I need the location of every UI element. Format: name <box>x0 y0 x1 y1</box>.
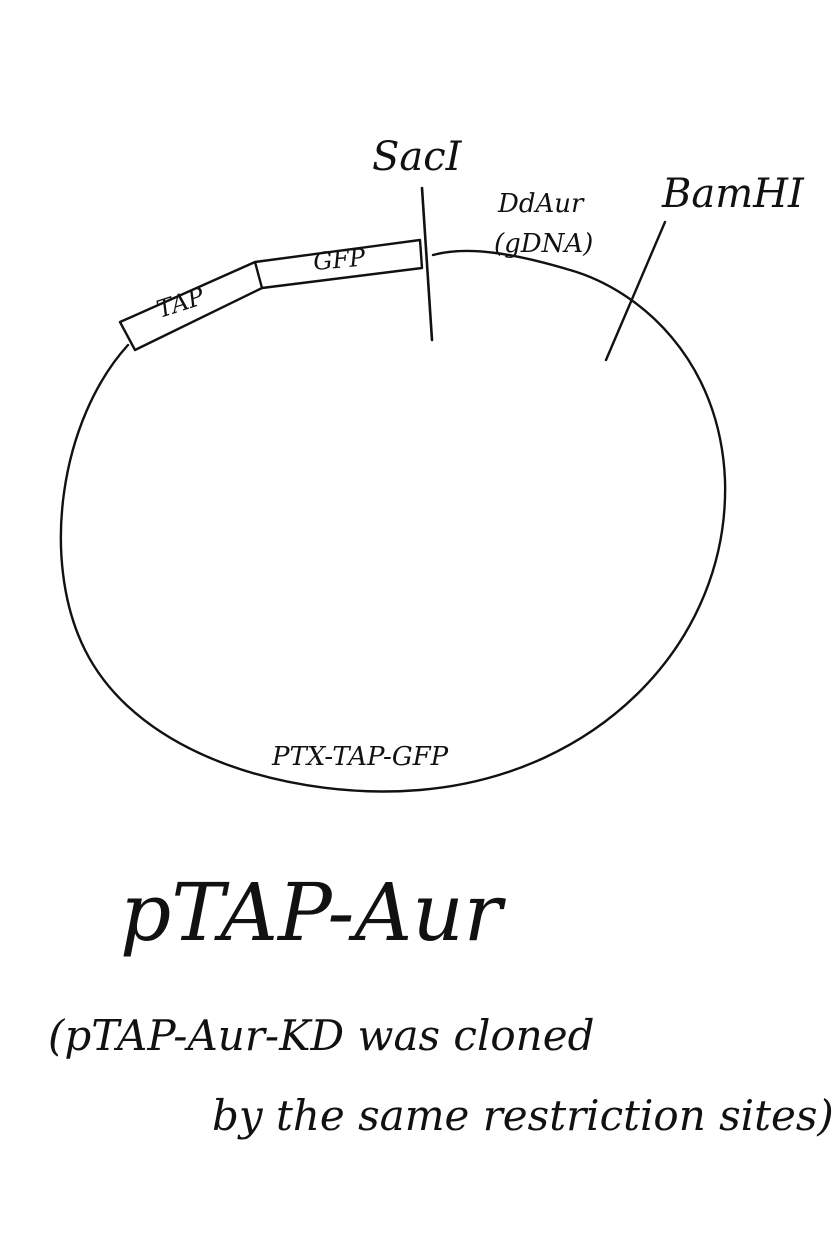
bamhi-label: BamHI <box>661 171 805 217</box>
gfp-label: GFP <box>312 243 367 275</box>
insert-label-line1: DdAur <box>497 189 585 219</box>
saci-site-marker <box>420 186 434 342</box>
plasmid-name-label: PTX-TAP-GFP <box>271 742 449 772</box>
insert-label-line2: (gDNA) <box>494 229 593 259</box>
diagram-title: pTAP-Aur <box>120 866 507 959</box>
tap-gfp-divider <box>253 261 264 289</box>
caption-line2: by the same restriction sites) <box>212 1091 832 1140</box>
plasmid-backbone-arc <box>59 249 727 793</box>
tap-gfp-box <box>118 238 424 352</box>
caption-line1: (pTAP-Aur-KD was cloned <box>48 1011 594 1060</box>
bamhi-site-marker <box>604 220 667 362</box>
saci-label: SacI <box>372 134 463 180</box>
